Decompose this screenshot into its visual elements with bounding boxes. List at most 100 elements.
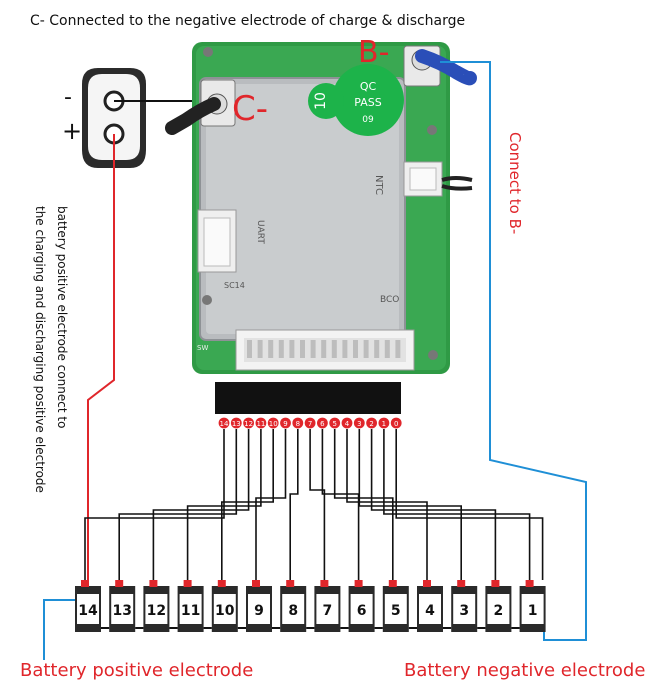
b-minus-terminal: [403, 45, 477, 87]
balance-pin-label: 10: [269, 420, 278, 428]
balance-wire: [84, 429, 225, 580]
balance-connector-pin: [289, 340, 295, 358]
balance-wire: [221, 429, 274, 580]
balance-pin-11: 11: [255, 417, 267, 429]
balance-wire: [186, 429, 262, 580]
svg-text:10: 10: [313, 92, 329, 110]
balance-wire: [152, 429, 250, 580]
cell-number: 11: [181, 603, 200, 619]
balance-connector-pin: [395, 340, 401, 358]
balance-connector-pin: [384, 340, 390, 358]
battery-positive-label: Battery positive electrode: [20, 660, 253, 681]
battery-cell-10: 10: [211, 580, 238, 632]
balance-pin-3: 3: [353, 417, 365, 429]
balance-connector-pin: [353, 340, 358, 358]
cell-number: 5: [391, 603, 401, 619]
ntc-label: NTC: [373, 175, 384, 195]
battery-cell-11: 11: [177, 580, 204, 632]
svg-text:PASS: PASS: [354, 96, 381, 109]
cell-positive-terminal: [457, 580, 466, 587]
balance-pin-label: 12: [244, 420, 253, 428]
battery-cell-3: 3: [451, 580, 478, 632]
cell-positive-terminal: [491, 580, 500, 587]
battery-cell-1: 1: [519, 580, 546, 632]
svg-text:09: 09: [362, 115, 374, 125]
balance-pin-12: 12: [243, 417, 255, 429]
balance-pin-10: 10: [267, 417, 279, 429]
balance-pin-label: 6: [320, 420, 325, 428]
cell-number: 6: [357, 603, 367, 619]
balance-pin-label: 8: [296, 420, 300, 428]
balance-pin-1: 1: [378, 417, 390, 429]
balance-wire: [395, 429, 544, 580]
svg-text:QC: QC: [360, 80, 377, 93]
uart-connector: [197, 209, 237, 273]
plus-sign: +: [62, 117, 82, 145]
balance-wire: [358, 429, 462, 580]
cell-positive-terminal: [81, 580, 89, 587]
balance-pin-label: 2: [369, 420, 373, 428]
cell-number: 3: [459, 603, 469, 619]
balance-pin-label: 5: [332, 420, 336, 428]
cell-number: 8: [288, 603, 298, 619]
ntc-connector: [403, 161, 473, 197]
balance-wires: [84, 429, 544, 580]
top-caption: C- Connected to the negative electrode o…: [30, 13, 465, 29]
battery-cell-9: 9: [246, 580, 272, 632]
battery-cell-7: 7: [314, 580, 341, 632]
balance-pin-14: 14: [218, 417, 230, 429]
bms-board: QC PASS 09 10 NTC UART SC14 BCO SW: [165, 42, 477, 374]
cell-positive-terminal: [217, 580, 226, 587]
b-minus-wire: [440, 61, 587, 641]
balance-pin-6: 6: [317, 417, 328, 429]
balance-pin-label: 4: [345, 420, 350, 428]
cell-positive-terminal: [252, 580, 260, 587]
battery-negative-label: Battery negative electrode: [404, 660, 645, 681]
balance-pin-5: 5: [329, 417, 341, 429]
balance-connector-pin: [268, 340, 274, 358]
c-minus-label: C-: [232, 89, 268, 129]
cell-number: 2: [494, 603, 504, 619]
left-vertical-text-2: the charging and discharging positive el…: [33, 206, 47, 493]
positive-label-wire: [43, 599, 78, 660]
cell-positive-terminal: [320, 580, 329, 587]
balance-connector-pin: [257, 340, 263, 358]
balance-wire: [255, 429, 287, 580]
balance-pin-8: 8: [292, 417, 304, 429]
cell-positive-terminal: [149, 580, 158, 587]
balance-wire: [346, 429, 428, 580]
balance-wire: [118, 429, 238, 580]
balance-pin-label: 14: [220, 420, 229, 428]
cell-number: 14: [78, 603, 98, 619]
battery-cell-14: 14: [75, 580, 101, 632]
cell-number: 1: [528, 603, 538, 619]
cell-number: 13: [112, 603, 131, 619]
balance-pin-label: 1: [382, 420, 386, 428]
balance-connector-pin: [247, 340, 252, 358]
cell-positive-terminal: [354, 580, 363, 587]
sc14-label: SC14: [224, 281, 245, 290]
balance-connector-pin: [310, 340, 316, 358]
balance-wire: [370, 429, 497, 580]
balance-pin-label: 11: [256, 420, 265, 428]
balance-connector-pin: [321, 340, 327, 358]
cell-positive-terminal: [423, 580, 431, 587]
balance-connector-pin: [342, 340, 348, 358]
cell-number: 7: [323, 603, 333, 619]
balance-pin-label: 7: [308, 420, 312, 428]
balance-wire: [309, 429, 326, 580]
balance-wire: [321, 429, 360, 580]
balance-connector-pin: [278, 340, 284, 358]
battery-cell-13: 13: [109, 580, 136, 632]
balance-connector-pin: [300, 340, 305, 358]
sw-label: SW: [197, 344, 208, 352]
balance-pin-label: 3: [357, 420, 361, 428]
cell-number: 12: [147, 603, 166, 619]
connect-to-b-minus-text: Connect to B-: [506, 132, 524, 234]
cell-positive-terminal: [525, 580, 534, 587]
balance-connector-pin: [331, 340, 337, 358]
battery-cell-8: 8: [280, 580, 307, 632]
